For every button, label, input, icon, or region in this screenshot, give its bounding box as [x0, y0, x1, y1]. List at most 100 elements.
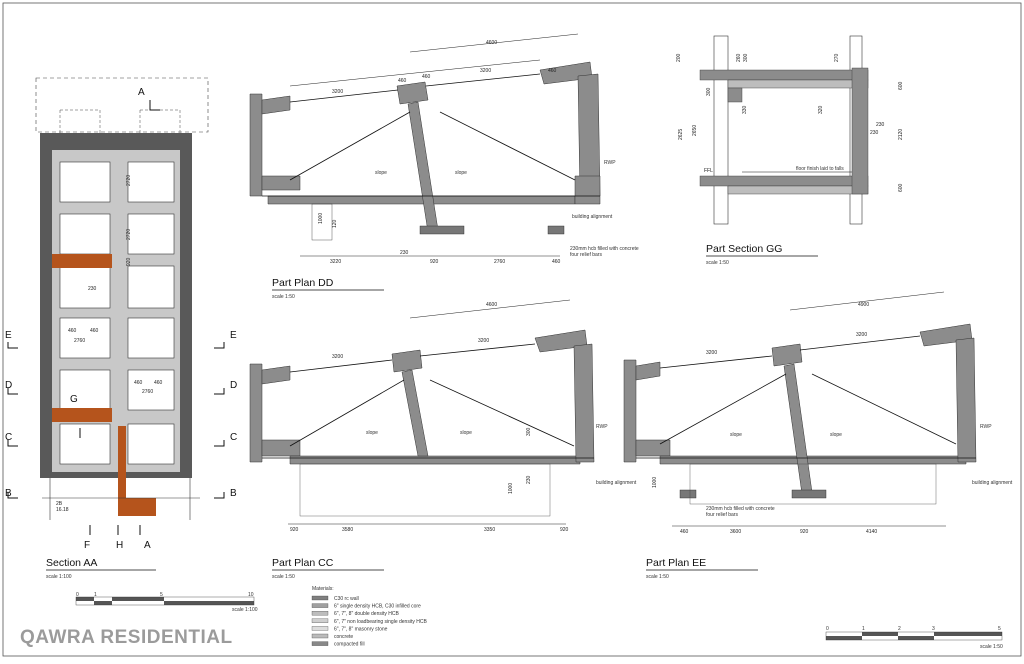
legend-item-label: C30 rc wall [334, 596, 359, 602]
title-plan-cc: Part Plan CC [272, 557, 334, 569]
mark-a-top: A [138, 87, 145, 98]
cc-dim-bottom-920-b: 920 [560, 527, 569, 533]
dim-460-d: 460 [154, 380, 163, 386]
sb2-label-1: 1 [862, 626, 865, 632]
gg-dim-600-b: 600 [898, 183, 904, 192]
ee-dim-side-1000: 1000 [652, 477, 658, 488]
stair-stem [118, 426, 126, 498]
dd-dim-top-3200-b: 3200 [480, 68, 491, 74]
title-section-aa: Section AA [46, 557, 97, 569]
dd-dim-bottom-920: 920 [430, 259, 439, 265]
cc-dim-bottom-3350: 3350 [484, 527, 495, 533]
title-plan-dd: Part Plan DD [272, 277, 334, 289]
dim-2720-a: 2720 [126, 175, 132, 186]
legend-swatch [311, 611, 329, 616]
legend-item-label: compacted fill [334, 642, 365, 648]
scale-bar-1-50: 0 1 2 3 5 scale 1:50 [825, 626, 1003, 650]
cc-dim-top-4600: 4600 [486, 302, 497, 308]
legend-item-label: 6", 7", 8" masonry stone [334, 626, 388, 632]
gg-dim-330: 330 [742, 105, 748, 114]
cc-dim-bottom-920-a: 920 [290, 527, 299, 533]
title-section-gg: Part Section GG [706, 243, 782, 255]
dim-460-b: 460 [90, 328, 99, 334]
gg-dim-320: 320 [818, 105, 824, 114]
sb1-label-1: 1 [94, 592, 97, 598]
stair-flight-lower [52, 408, 112, 422]
legend-title: Materials: [312, 586, 334, 592]
dim-230: 230 [88, 286, 97, 292]
ee-dim-bottom-460: 460 [680, 529, 689, 535]
mark-e-right: E [230, 330, 237, 341]
cc-dim-side-1000: 1000 [508, 483, 514, 494]
ee-dim-bottom-920: 920 [800, 529, 809, 535]
dd-slope-left: slope [375, 170, 387, 176]
gg-dim-300-b: 300 [706, 87, 712, 96]
stair-base [118, 498, 156, 516]
plan-dd: 4600 460 3200 3200 460 460 3220 920 2760… [249, 33, 639, 300]
gg-dim-260: 260 [736, 53, 742, 62]
legend-swatch [311, 595, 329, 601]
scale-section-aa: scale 1:100 [46, 574, 72, 580]
ee-slope-left: slope [730, 432, 742, 438]
section-aa: 2720 2720 920 230 460 460 2760 460 460 2… [5, 77, 237, 580]
dd-dim-side-1000: 1000 [318, 213, 324, 224]
gg-dim-230-a: 230 [876, 122, 885, 128]
ee-dim-top-3200-b: 3200 [856, 332, 867, 338]
mark-e-left: E [5, 330, 12, 341]
parapet-right [139, 109, 181, 135]
mark-a-bottom: A [144, 540, 151, 551]
mark-g: G [70, 394, 78, 405]
dd-dim-bottom-460: 460 [552, 259, 561, 265]
mark-c-right: C [230, 432, 237, 443]
parapet-left [59, 109, 101, 135]
level-2b: 2B [56, 501, 63, 507]
mark-f: F [84, 540, 90, 551]
dd-dim-top-460: 460 [398, 78, 407, 84]
cc-slope-left: slope [366, 430, 378, 436]
ee-slope-right: slope [830, 432, 842, 438]
cc-dim-side-230: 230 [526, 475, 532, 484]
plan-cc: 4600 3200 3200 920 3580 3350 920 1000 23… [249, 299, 637, 580]
dd-dim-bottom-230: 230 [400, 250, 409, 256]
ee-rwp: RWP [980, 424, 992, 430]
ee-relief-note: four relief bars [706, 512, 738, 518]
dd-rwp: RWP [604, 160, 616, 166]
openings [59, 161, 175, 465]
ee-dim-top-4900: 4900 [858, 302, 869, 308]
gg-floor-finish-note: floor finish laid to falls [796, 166, 844, 172]
gg-ffl: FFL [704, 168, 713, 174]
sb1-caption: scale 1:100 [232, 607, 258, 613]
scale-plan-ee: scale 1:50 [646, 574, 669, 580]
cc-dim-top-3200-b: 3200 [478, 338, 489, 344]
dd-dim-top-3200-a: 3200 [332, 89, 343, 95]
scale-bar-1-100: 0 1 5 10 scale 1:100 [75, 592, 258, 613]
cc-slope-right: slope [460, 430, 472, 436]
gg-dim-300-a: 300 [743, 53, 749, 62]
plan-ee: 4900 3200 3200 460 3600 920 4140 1000 sl… [623, 291, 1013, 580]
ee-dim-bottom-4140: 4140 [866, 529, 877, 535]
dd-relief-note: four relief bars [570, 252, 602, 258]
ee-hcb-note: 230mm hcb filled with concrete [706, 506, 775, 512]
scale-plan-cc: scale 1:50 [272, 574, 295, 580]
dim-460-c: 460 [134, 380, 143, 386]
dd-dim-top-460-b: 460 [422, 74, 431, 80]
sb1-label-0: 0 [76, 592, 79, 598]
legend-swatch [311, 633, 329, 639]
legend-swatch [311, 603, 329, 608]
dim-460-a: 460 [68, 328, 77, 334]
roof-outline [35, 77, 209, 133]
mark-d-left: D [5, 380, 12, 391]
gg-dim-2625: 2625 [678, 129, 684, 140]
gg-dim-200: 200 [676, 53, 682, 62]
sb2-label-5: 5 [998, 626, 1001, 632]
legend-swatch [311, 626, 329, 631]
gg-dim-2120: 2120 [898, 129, 904, 140]
dim-2720-b: 2720 [126, 229, 132, 240]
dim-2760-a: 2760 [74, 338, 85, 344]
scale-section-gg: scale 1:50 [706, 260, 729, 266]
ee-building-alignment: building alignment [972, 480, 1013, 486]
